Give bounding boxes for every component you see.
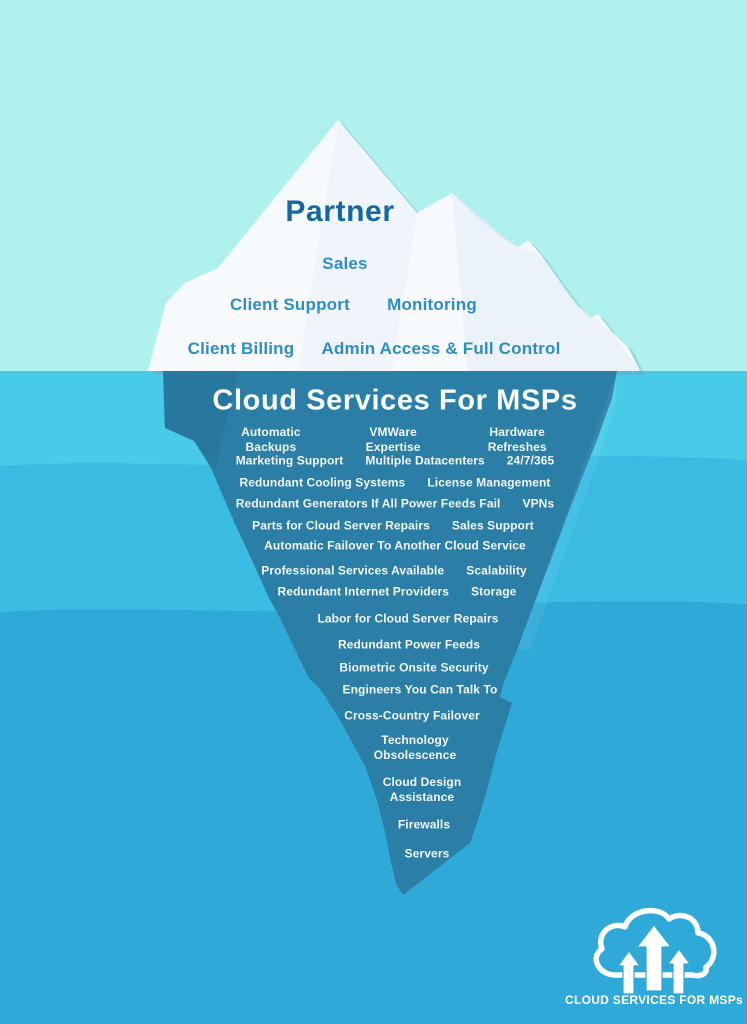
service-item: VMWare Expertise (365, 425, 421, 454)
service-item: Storage (471, 584, 517, 599)
service-item: Redundant Internet Providers (277, 584, 450, 599)
service-row: Marketing Support Multiple Datacenters 2… (236, 454, 555, 469)
service-item: Sales Support (451, 518, 534, 533)
service-item: Cloud Design Assistance (382, 775, 462, 804)
service-item: Redundant Power Feeds (337, 637, 481, 652)
service-item: VPNs (522, 496, 555, 511)
service-row: Parts for Cloud Server Repairs Sales Sup… (252, 519, 534, 534)
cloud-outline (593, 907, 717, 979)
partner-title: Partner (285, 195, 395, 228)
cloud-logo-icon (593, 907, 717, 995)
below-water-title: Cloud Services For MSPs (212, 384, 578, 417)
service-row: Firewalls (398, 818, 450, 833)
service-item: Automatic Failover To Another Cloud Serv… (264, 538, 526, 553)
service-row: Engineers You Can Talk To (343, 683, 498, 698)
iceberg-below-body (163, 371, 617, 895)
service-row: Redundant Internet Providers Storage (278, 585, 517, 600)
iceberg-below-water (163, 371, 617, 895)
service-item: Automatic Backups (241, 425, 301, 454)
service-row: Labor for Cloud Server Repairs (317, 612, 498, 627)
service-item: Labor for Cloud Server Repairs (317, 611, 499, 626)
service-item: Multiple Datacenters (365, 453, 485, 468)
service-item: Marketing Support (235, 453, 344, 468)
service-item: Biometric Onsite Security (339, 660, 489, 675)
iceberg-below-facet-left (163, 371, 238, 470)
service-row: Automatic Backups VMWare Expertise Hardw… (219, 425, 571, 455)
service-row: Redundant Cooling Systems License Manage… (239, 476, 550, 491)
service-item: Scalability (466, 563, 527, 578)
service-item: Parts for Cloud Server Repairs (252, 518, 430, 533)
service-row: Biometric Onsite Security (339, 661, 488, 676)
iceberg-above-facet-center (298, 122, 417, 371)
above-label-client-support: Client Support (230, 295, 350, 314)
service-row: Cloud Design Assistance (383, 775, 462, 805)
service-item: 24/7/365 (506, 453, 555, 468)
service-item: Technology Obsolescence (373, 733, 457, 762)
above-label-monitoring: Monitoring (387, 295, 477, 314)
service-row: Servers (405, 847, 450, 862)
logo-caption: CLOUD SERVICES FOR MSPs (564, 993, 744, 1007)
service-item: Professional Services Available (261, 563, 445, 578)
service-item: License Management (427, 475, 551, 490)
service-item: Redundant Generators If All Power Feeds … (235, 496, 501, 511)
service-row: Cross-Country Failover (344, 709, 480, 724)
service-item: Firewalls (397, 817, 451, 832)
service-item: Engineers You Can Talk To (342, 682, 498, 697)
service-row: Professional Services Available Scalabil… (261, 564, 526, 579)
above-label-client-billing: Client Billing (187, 339, 295, 358)
service-item: Redundant Cooling Systems (239, 475, 406, 490)
growth-arrows-icon (616, 924, 692, 995)
service-row: Redundant Power Feeds (338, 638, 480, 653)
service-item: Cross-Country Failover (344, 708, 480, 723)
above-label-sales: Sales (322, 254, 368, 273)
service-row: Technology Obsolescence (374, 733, 457, 763)
service-item: Hardware Refreshes (487, 425, 547, 454)
service-row: Redundant Generators If All Power Feeds … (236, 497, 554, 512)
service-item: Servers (404, 846, 450, 861)
iceberg-above-water (148, 120, 640, 371)
iceberg-above-facet-right (452, 193, 640, 371)
service-row: Automatic Failover To Another Cloud Serv… (264, 539, 526, 554)
water-band-3 (0, 601, 747, 1024)
above-label-admin-access: Admin Access & Full Control (321, 339, 561, 358)
